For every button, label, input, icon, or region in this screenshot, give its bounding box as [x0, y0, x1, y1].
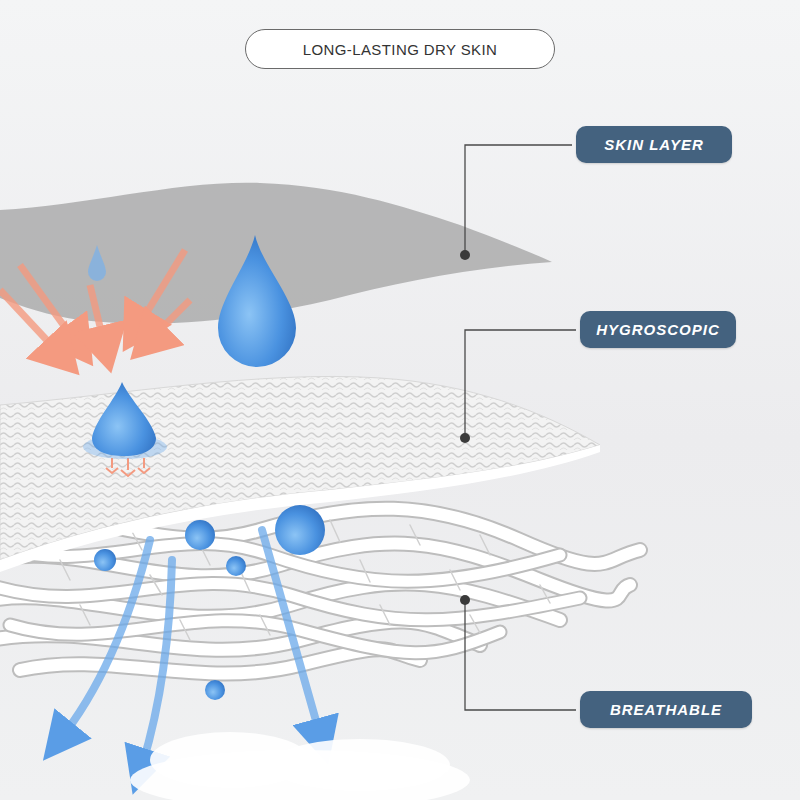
label-text: BREATHABLE: [610, 701, 722, 718]
title-text: LONG-LASTING DRY SKIN: [303, 41, 498, 58]
label-pill: HYGROSCOPIC: [580, 311, 736, 348]
label-pill: SKIN LAYER: [576, 126, 732, 163]
label-text: SKIN LAYER: [604, 136, 704, 153]
label-text: HYGROSCOPIC: [596, 321, 720, 338]
title-box: LONG-LASTING DRY SKIN: [245, 29, 555, 69]
label-pill: BREATHABLE: [580, 691, 752, 728]
